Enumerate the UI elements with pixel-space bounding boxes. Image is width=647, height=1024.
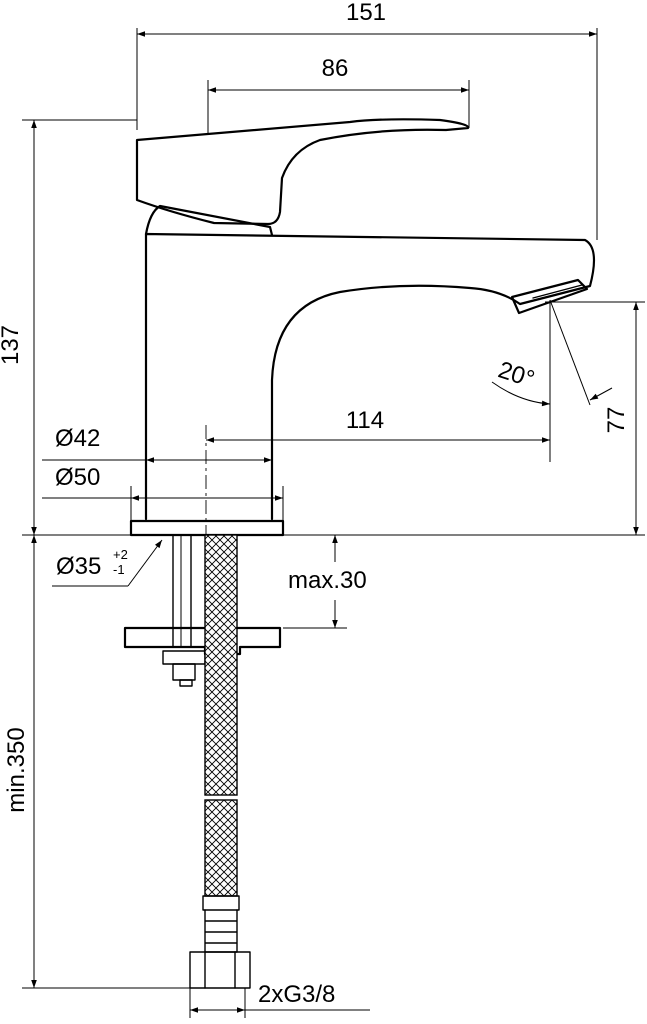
dim-body-diameter: Ø42 xyxy=(55,425,100,452)
hose-nut xyxy=(189,951,251,989)
dim-hose-length: min.350 xyxy=(3,727,30,812)
cartridge-cap xyxy=(144,204,274,237)
fixing-plate xyxy=(123,626,282,656)
dimension-lines xyxy=(22,28,645,1018)
hose-assembly xyxy=(189,534,251,989)
dim-hole-tol-plus: +2 xyxy=(113,547,128,562)
threaded-rod xyxy=(172,534,192,648)
dim-hole-tol-minus: -1 xyxy=(113,562,125,577)
dim-connection: 2xG3/8 xyxy=(258,981,335,1008)
dim-lever-length: 86 xyxy=(322,55,349,82)
dim-total-length: 151 xyxy=(346,0,386,26)
dim-hole-diameter: Ø35 xyxy=(56,553,101,580)
dim-base-diameter: Ø50 xyxy=(55,464,100,491)
faucet-body xyxy=(144,232,596,521)
hose-upper xyxy=(204,534,238,796)
dim-max-deck-thickness: max.30 xyxy=(288,567,367,594)
lever-handle xyxy=(135,118,470,226)
dim-spout-reach: 114 xyxy=(346,407,384,434)
faucet-outline xyxy=(123,118,596,687)
base-ring xyxy=(129,519,285,537)
dim-outlet-height: 77 xyxy=(603,407,630,434)
aerator xyxy=(510,278,589,315)
hose-ferrule xyxy=(202,895,240,911)
dim-height: 137 xyxy=(0,325,24,365)
hose-lower xyxy=(204,799,238,897)
